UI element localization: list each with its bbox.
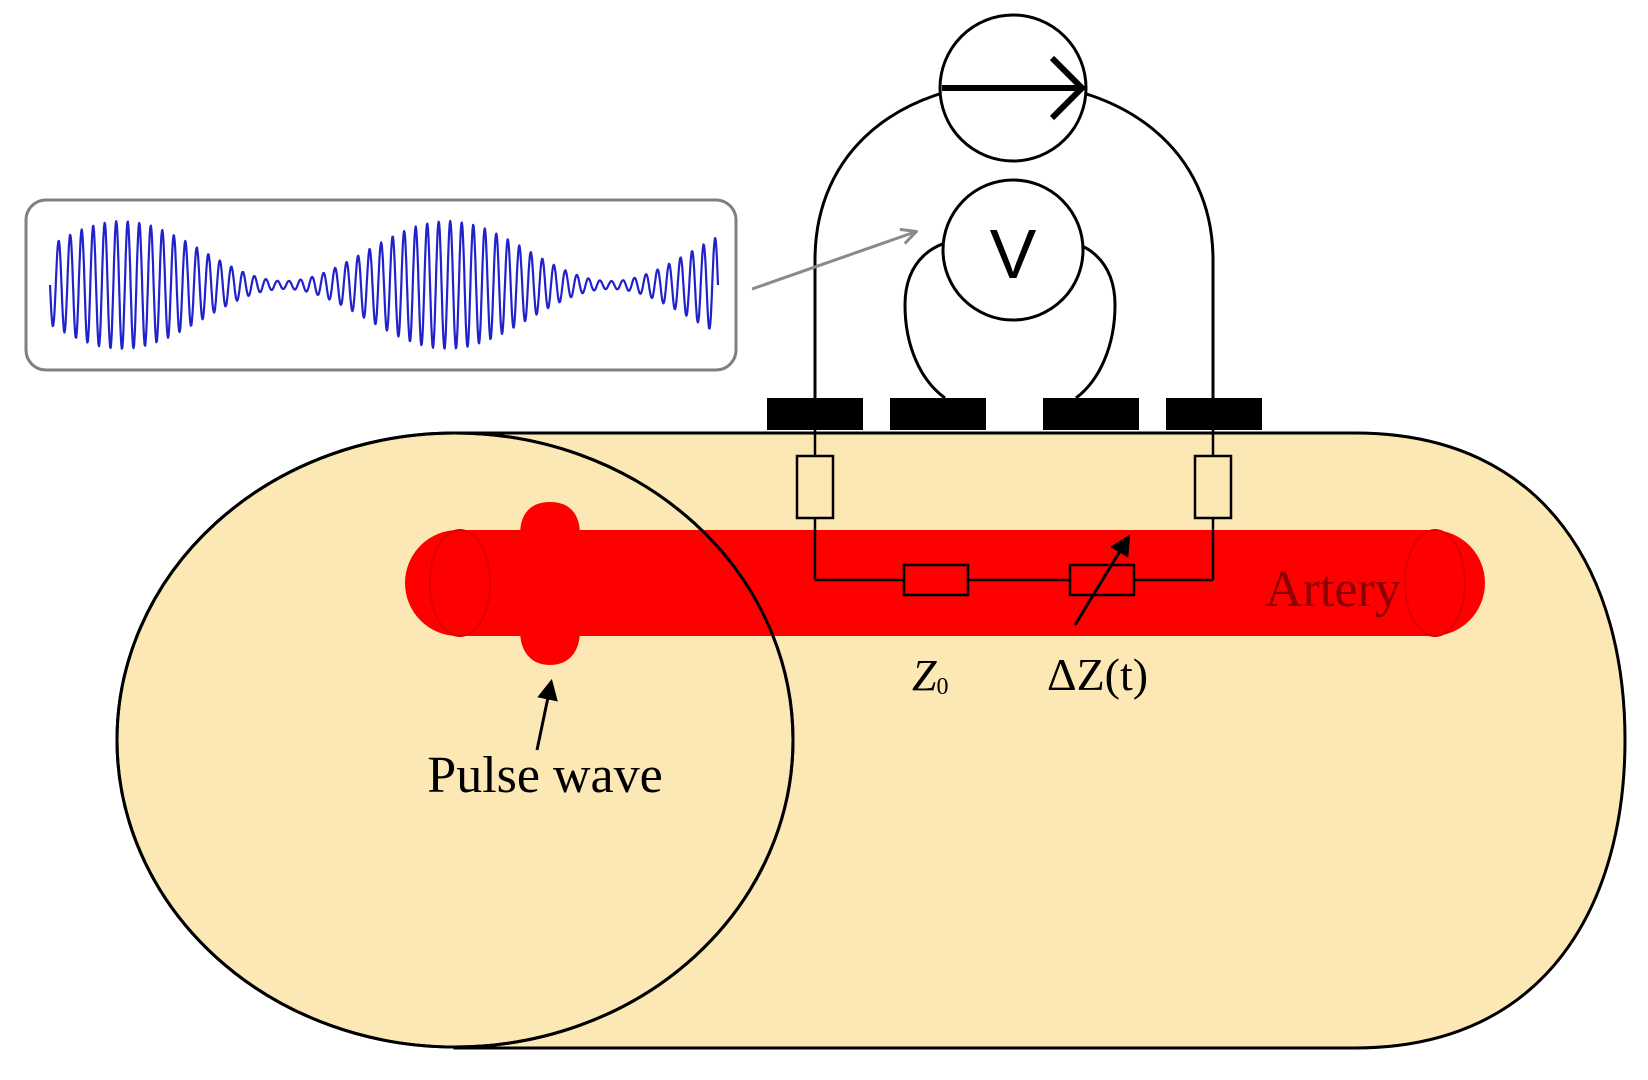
signal-waveform	[48, 219, 720, 350]
electrode-2	[890, 398, 986, 430]
resistor-right	[1193, 454, 1233, 520]
delta-z-label: ΔZ(t)	[1047, 649, 1148, 700]
voltmeter: V	[941, 178, 1085, 322]
tissue-end-outline	[115, 431, 795, 1049]
z0-label: Z0	[912, 651, 948, 700]
resistor-z0	[902, 563, 970, 597]
variable-resistor-arrow	[1073, 534, 1131, 626]
circle-with-V-icon	[941, 178, 1085, 322]
artery-end-left	[429, 529, 491, 637]
resistor-left	[795, 454, 835, 520]
circle-with-arrow-icon	[942, 55, 1087, 121]
artery-end-right	[1404, 529, 1466, 637]
voltmeter-label: V	[990, 215, 1037, 293]
pulse-wave-bulge	[520, 502, 580, 665]
electrode-1	[767, 398, 863, 430]
tissue-cylinder-end	[115, 431, 795, 1049]
electrode-4	[1166, 398, 1262, 430]
artery-label: Artery	[1265, 561, 1401, 618]
z0-label-subscript: 0	[936, 674, 948, 700]
pulse-wave-label: Pulse wave	[427, 747, 662, 804]
pulse-wave-pointer-arrow	[535, 678, 558, 751]
current-source	[938, 13, 1088, 163]
signal-display	[24, 198, 738, 372]
signal-display-frame	[24, 198, 738, 372]
z0-label-main: Z	[912, 651, 937, 700]
measurement-pointer-arrow	[751, 232, 915, 291]
electrode-3	[1043, 398, 1139, 430]
